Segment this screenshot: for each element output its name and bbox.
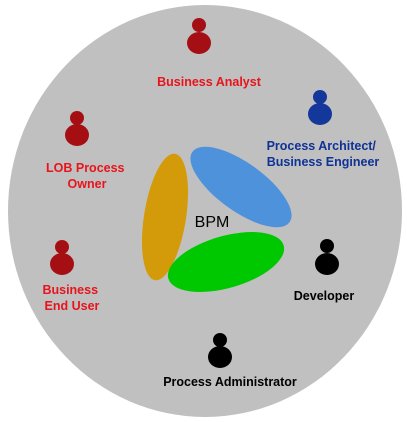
role-business-end-user: Business End User: [42, 240, 101, 313]
segment-gold: [141, 153, 189, 281]
person-icon: [315, 239, 339, 275]
person-icon: [308, 90, 332, 125]
role-label-lob-process-owner: LOB Process Owner: [46, 161, 128, 191]
segment-blue: [190, 146, 292, 228]
person-icon: [50, 240, 74, 275]
role-developer: Developer: [294, 239, 355, 303]
role-label-process-architect: Process Architect/ Business Engineer: [267, 139, 380, 169]
role-label-business-analyst: Business Analyst: [157, 75, 262, 89]
role-lob-process-owner: LOB Process Owner: [46, 111, 128, 191]
person-icon: [208, 333, 232, 368]
role-label-process-administrator: Process Administrator: [163, 375, 297, 389]
bpm-cycle: BPM: [141, 146, 292, 292]
role-business-analyst: Business Analyst: [157, 18, 262, 89]
segment-green: [167, 232, 285, 292]
center-label: BPM: [195, 214, 230, 231]
person-icon: [187, 18, 211, 54]
role-process-administrator: Process Administrator: [163, 333, 297, 389]
role-label-business-end-user: Business End User: [42, 283, 101, 313]
background-circle: [8, 5, 402, 417]
role-process-architect: Process Architect/ Business Engineer: [267, 90, 380, 169]
person-icon: [65, 111, 89, 146]
role-label-developer: Developer: [294, 289, 355, 303]
